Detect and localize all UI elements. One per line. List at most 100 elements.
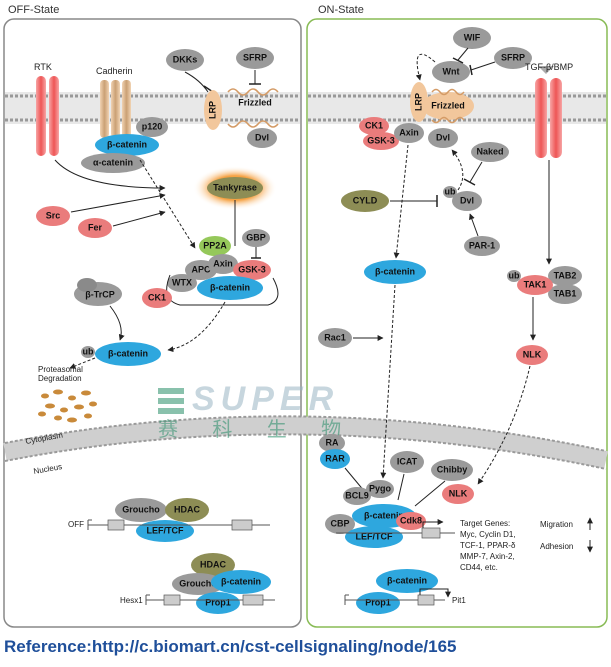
ub-tag-tak1-text: ub (509, 270, 520, 280)
wif-text: WIF (464, 32, 481, 42)
btrcp-text: β-TrCP (85, 289, 115, 299)
chibby-text: Chibby (437, 464, 468, 474)
wtx-text: WTX (172, 277, 192, 287)
on-frizzled-text: Frizzled (431, 100, 465, 110)
on-frizzled-shape (422, 88, 474, 124)
naked-text: Naked (476, 146, 503, 156)
on-dvl-node (428, 128, 458, 148)
dkks-node (166, 49, 204, 71)
on-leftcf-text: LEF/TCF (356, 531, 393, 541)
off-dvl-node (247, 128, 277, 148)
off-hdac-node (165, 498, 209, 522)
alpha-catenin-text: α-catenin (93, 157, 133, 167)
off-lrp-text: LRP (207, 101, 217, 119)
btrcp-cap (77, 278, 97, 292)
nlk2-text: NLK (449, 488, 468, 498)
on-dvl2-text: Dvl (460, 195, 474, 205)
off-groucho2-text: Groucho (179, 578, 217, 588)
p120-text: p120 (142, 121, 163, 131)
off-lrp-node (204, 90, 222, 130)
on-ck1-node (359, 117, 389, 135)
cdk8-text: Cdk8 (400, 515, 422, 525)
ub-tag-off (81, 346, 95, 358)
watermark-chinese: 赛 科 生 物 (158, 417, 355, 441)
wtx-node (167, 274, 197, 292)
off-groucho-text: Groucho (122, 504, 160, 514)
on-panel (306, 18, 608, 628)
off-panel (3, 18, 302, 628)
on-beta-catenin-node (364, 260, 426, 284)
ub-tag-tak1 (507, 270, 521, 282)
degradation-fragments (38, 389, 97, 423)
wnt-node (432, 61, 470, 83)
on-sfrp-text: SFRP (501, 52, 525, 62)
nucleus-label: Nucleus (33, 462, 63, 476)
tankyrase-text: Tankyrase (213, 182, 257, 192)
ra-text: RA (326, 437, 339, 447)
p120-node (136, 117, 168, 137)
ub-tag-on (443, 186, 457, 198)
off-groucho-node (115, 498, 167, 522)
tankyrase-node (207, 177, 263, 199)
on-lrp-text: LRP (413, 93, 423, 111)
wnt-text: Wnt (443, 66, 460, 76)
dkks-text: DKKs (173, 54, 198, 64)
on-dvl-text: Dvl (436, 132, 450, 142)
off-beta-catenin2-node (211, 570, 271, 594)
off-dvl-text: Dvl (255, 132, 269, 142)
on-prop1-node (356, 592, 400, 614)
off-hdac2-node (191, 553, 235, 577)
tak1-text: TAK1 (524, 279, 547, 289)
apc-text: APC (191, 264, 211, 274)
target-line1: Myc, Cyclin D1, (460, 530, 516, 539)
ub-tag-on-text: ub (445, 186, 456, 196)
complex-beta-catenin-node (197, 276, 263, 300)
on-panel-title: ON-State (318, 4, 364, 16)
par1-text: PAR-1 (469, 240, 495, 250)
ub-beta-catenin-text: β-catenin (108, 348, 148, 358)
icat-text: ICAT (397, 456, 418, 466)
cadherin-receptor (100, 80, 131, 138)
src-text: Src (46, 210, 61, 220)
off-ck1-node (142, 288, 172, 308)
proteasome-line1: Proteasomal (38, 365, 83, 374)
watermark-brand: SUPER (192, 380, 339, 418)
bcl9-node (343, 487, 371, 505)
icat-node (390, 451, 424, 473)
tab2-node (548, 266, 582, 286)
cadherin-label: Cadherin (96, 66, 133, 76)
off-frizzled-shape (227, 88, 279, 128)
off-prop1-text: Prop1 (205, 597, 231, 607)
on-ck1-text: CK1 (365, 120, 383, 130)
rac1-text: Rac1 (324, 332, 346, 342)
off-beta-catenin2-text: β-catenin (221, 576, 261, 586)
nlk-node (516, 345, 548, 365)
pygo-text: Pygo (369, 483, 392, 493)
tab2-text: TAB2 (554, 270, 577, 280)
nlk2-node (442, 484, 474, 504)
reference-link[interactable]: Reference:http://c.biomart.cn/cst-cellsi… (4, 637, 457, 656)
on-gsk3-text: GSK-3 (367, 135, 395, 145)
target-line4: CD44, etc. (460, 563, 498, 572)
rar-node (320, 449, 350, 469)
on-dvl2-node (452, 191, 482, 211)
cyld-node (341, 190, 389, 212)
rtk-label: RTK (34, 62, 52, 72)
on-prop1-beta-node (376, 569, 438, 593)
off-panel-title: OFF-State (8, 4, 59, 16)
axin-text: Axin (213, 258, 233, 268)
off-ck1-text: CK1 (148, 292, 166, 302)
tab1-node (548, 284, 582, 304)
on-axin-text: Axin (399, 127, 419, 137)
on-gsk3-node (363, 132, 399, 150)
ra-node (319, 434, 345, 452)
tab1-text: TAB1 (554, 288, 577, 298)
fer-node (78, 218, 112, 238)
off-leftcf-text: LEF/TCF (147, 525, 184, 535)
off-beta-catenin-membrane (95, 134, 159, 156)
off-hdac2-text: HDAC (200, 559, 226, 569)
tgf-receptor (535, 66, 562, 158)
pygo-node (366, 480, 394, 498)
